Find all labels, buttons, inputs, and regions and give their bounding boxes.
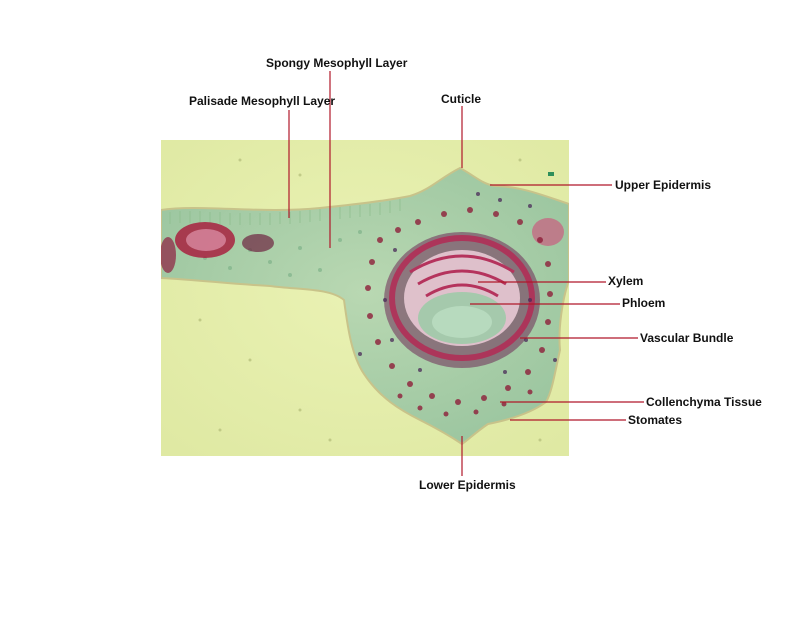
edge-vein bbox=[532, 218, 564, 246]
label-xylem: Xylem bbox=[608, 274, 644, 288]
label-stomates: Stomates bbox=[628, 413, 683, 427]
leader-lines bbox=[288, 71, 644, 476]
vascular-bundle bbox=[384, 232, 540, 368]
label-palisade-mesophyll: Palisade Mesophyll Layer bbox=[189, 94, 336, 108]
green-speck bbox=[548, 172, 554, 176]
label-upper-epidermis: Upper Epidermis bbox=[615, 178, 712, 192]
label-spongy-mesophyll: Spongy Mesophyll Layer bbox=[266, 56, 408, 70]
lateral-vein bbox=[161, 222, 274, 273]
label-cuticle: Cuticle bbox=[441, 92, 482, 106]
collenchyma-stain bbox=[365, 207, 553, 417]
stained-nuclei bbox=[358, 192, 557, 374]
label-lower-epidermis: Lower Epidermis bbox=[419, 478, 516, 492]
label-vascular-bundle: Vascular Bundle bbox=[640, 331, 734, 345]
background-specks bbox=[198, 158, 542, 442]
label-phloem: Phloem bbox=[622, 296, 666, 310]
xylem-arcs bbox=[409, 254, 515, 298]
label-collenchyma-tissue: Collenchyma Tissue bbox=[646, 395, 762, 409]
